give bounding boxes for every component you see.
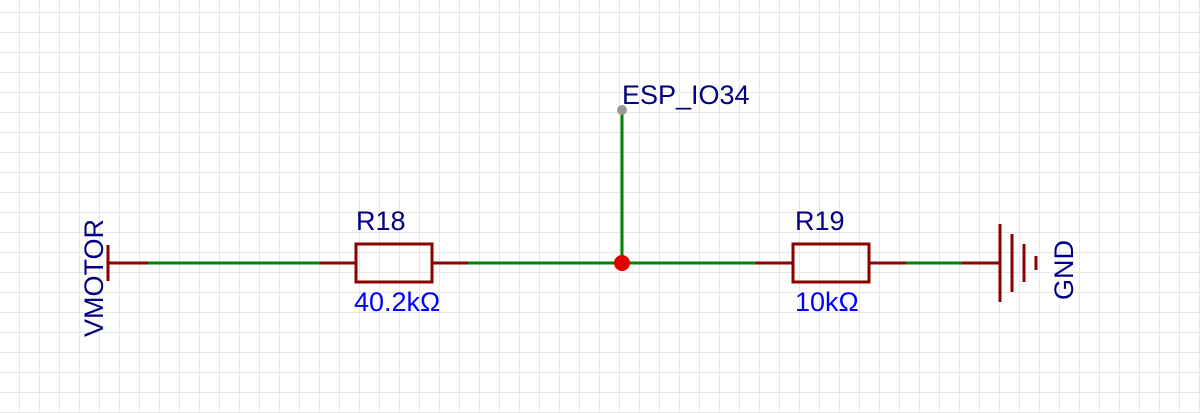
value-r19: 10kΩ xyxy=(795,287,859,317)
net-label-esp-io34[interactable]: ESP_IO34 xyxy=(622,80,750,110)
value-r18: 40.2kΩ xyxy=(354,287,440,317)
power-port-label-vmotor: VMOTOR xyxy=(79,219,109,337)
junction-dot[interactable] xyxy=(614,255,630,271)
resistor-r18[interactable] xyxy=(320,242,468,284)
resistor-r19[interactable] xyxy=(756,242,906,284)
ground-symbol-gnd[interactable] xyxy=(962,224,1038,302)
net-label-pin-dot xyxy=(617,105,627,115)
ground-port-label-gnd: GND xyxy=(1049,240,1079,300)
designator-r18: R18 xyxy=(356,206,406,236)
designator-r19: R19 xyxy=(795,206,845,236)
power-port-vmotor[interactable] xyxy=(106,245,148,281)
